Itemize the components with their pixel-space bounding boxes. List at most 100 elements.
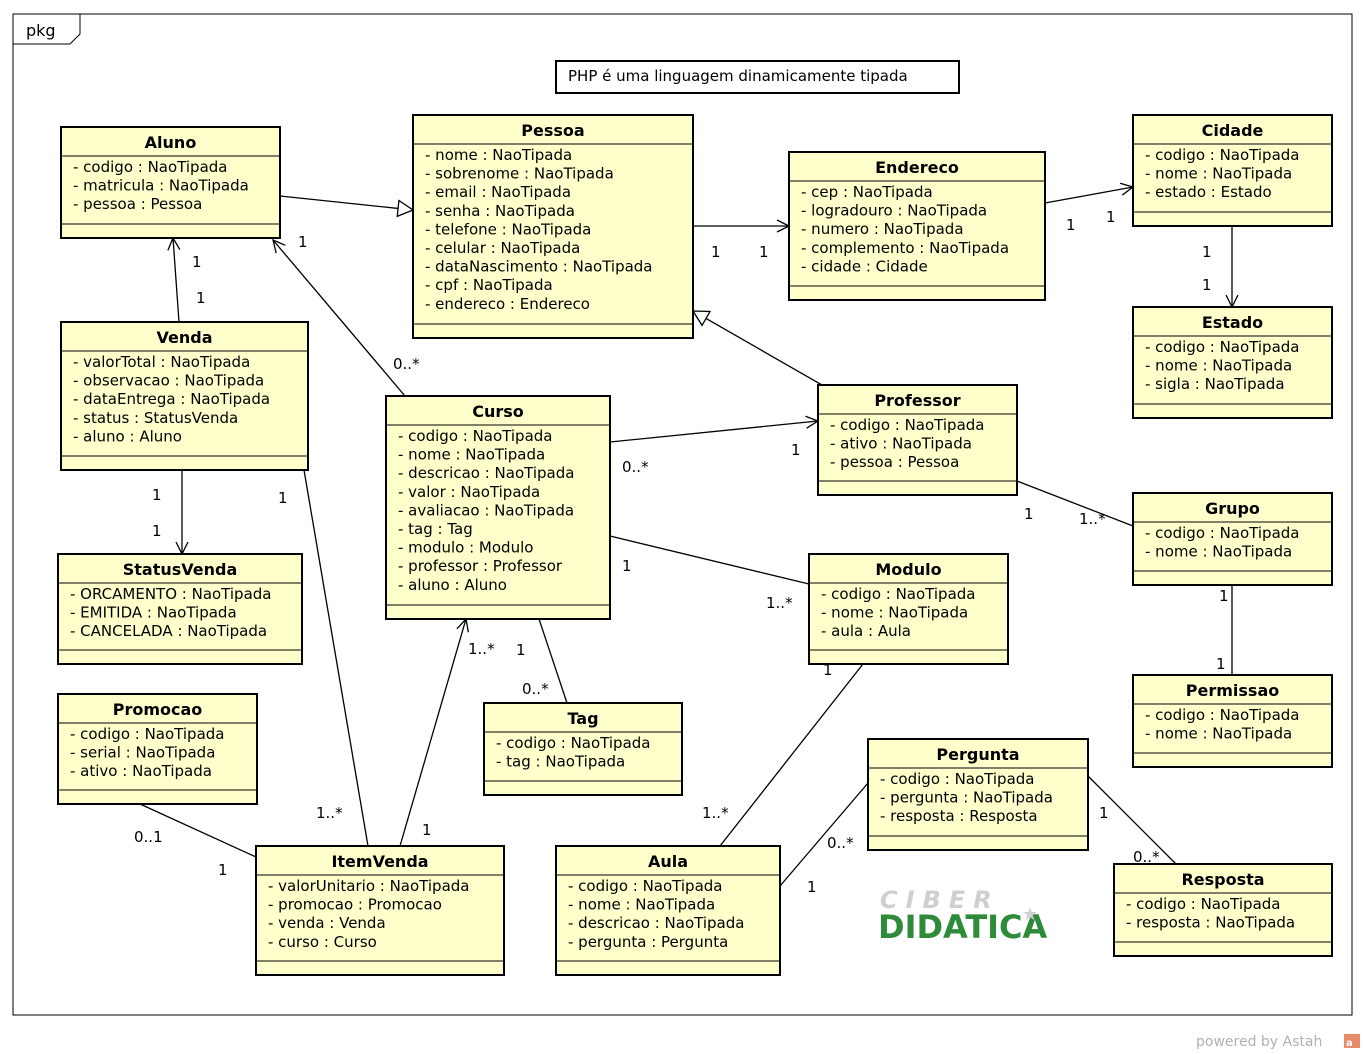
class-itemvenda[interactable]: ItemVenda- valorUnitario : NaoTipada- pr… bbox=[255, 845, 505, 976]
class-attribute: - codigo : NaoTipada bbox=[1126, 895, 1280, 913]
class-curso[interactable]: Curso- codigo : NaoTipada- nome : NaoTip… bbox=[385, 395, 611, 620]
class-resposta[interactable]: Resposta - codigo : NaoTipada- resposta :… bbox=[1113, 863, 1333, 957]
relation-venda-aluno[interactable] bbox=[167, 236, 181, 323]
package-label: pkg bbox=[26, 21, 56, 40]
navigation-arrowhead bbox=[272, 238, 286, 254]
package-tab bbox=[13, 14, 81, 45]
note-box[interactable] bbox=[555, 60, 960, 94]
relation-promocao-itemvenda[interactable] bbox=[139, 803, 257, 858]
class-attribute: - pessoa : Pessoa bbox=[73, 195, 202, 213]
class-box bbox=[1113, 863, 1333, 957]
relation-pergunta-resposta[interactable] bbox=[1087, 775, 1177, 865]
relation-line bbox=[609, 535, 810, 585]
relation-endereco-cidade[interactable] bbox=[1044, 182, 1135, 204]
relation-curso-aluno[interactable] bbox=[272, 238, 406, 397]
multiplicity-label: 1 bbox=[1202, 276, 1212, 294]
class-name: Permissao bbox=[1186, 681, 1279, 700]
class-attribute: - nome : NaoTipada bbox=[1145, 165, 1292, 183]
relation-line bbox=[399, 618, 467, 847]
class-pergunta[interactable]: Pergunta- codigo : NaoTipada- pergunta :… bbox=[867, 738, 1089, 851]
class-attribute: - resposta : NaoTipada bbox=[1126, 914, 1295, 932]
class-name: Grupo bbox=[1205, 499, 1260, 518]
class-grupo[interactable]: Grupo- codigo : NaoTipada- nome : NaoTip… bbox=[1132, 492, 1333, 586]
relation-venda-statusvenda[interactable] bbox=[175, 470, 189, 556]
relation-curso-professor[interactable] bbox=[609, 415, 820, 443]
class-aula[interactable]: Aula- codigo : NaoTipada- nome : NaoTipa… bbox=[555, 845, 781, 976]
multiplicity-label: 0..1 bbox=[134, 828, 163, 846]
class-venda[interactable]: Venda- valorTotal : NaoTipada- observaca… bbox=[60, 321, 309, 471]
relation-line bbox=[1016, 480, 1134, 527]
class-permissao[interactable]: Permissao- codigo : NaoTipada- nome : Na… bbox=[1132, 674, 1333, 768]
relation-curso-modulo[interactable] bbox=[609, 535, 810, 585]
class-box bbox=[1132, 306, 1333, 419]
relation-professor-grupo[interactable] bbox=[1016, 480, 1134, 527]
relation-line bbox=[705, 317, 823, 386]
class-attribute: - cidade : Cidade bbox=[801, 257, 928, 275]
class-statusvenda[interactable]: StatusVenda- ORCAMENTO : NaoTipada- EMIT… bbox=[57, 553, 303, 665]
relation-curso-tag[interactable] bbox=[538, 618, 568, 704]
relation-aluno-pessoa[interactable] bbox=[279, 195, 415, 218]
class-attribute: - venda : Venda bbox=[268, 914, 386, 932]
class-attribute: - dataEntrega : NaoTipada bbox=[73, 390, 270, 408]
multiplicity-label: 1 bbox=[152, 486, 162, 504]
relation-line bbox=[1044, 186, 1134, 204]
class-name: Pergunta bbox=[936, 745, 1019, 764]
class-box bbox=[60, 126, 281, 239]
class-tag[interactable]: Tag- codigo : NaoTipada- tag : NaoTipada bbox=[483, 702, 683, 796]
class-name: Endereco bbox=[875, 158, 959, 177]
multiplicity-label: 0..* bbox=[393, 355, 420, 373]
class-attribute: - codigo : NaoTipada bbox=[1145, 338, 1299, 356]
multiplicity-label: 1..* bbox=[1079, 510, 1106, 528]
relation-cidade-estado[interactable] bbox=[1225, 226, 1239, 309]
class-name: Resposta bbox=[1181, 870, 1264, 889]
class-attribute: - codigo : NaoTipada bbox=[1145, 524, 1299, 542]
relation-aula-pergunta[interactable] bbox=[779, 782, 869, 887]
class-endereco[interactable]: Endereco- cep : NaoTipada- logradouro : … bbox=[788, 151, 1046, 301]
relation-modulo-aula[interactable] bbox=[719, 663, 864, 847]
multiplicity-label: 1 bbox=[1106, 208, 1116, 226]
svg-text:a: a bbox=[1346, 1038, 1353, 1049]
multiplicity-label: 1 bbox=[1219, 587, 1229, 605]
generalization-arrowhead bbox=[691, 310, 712, 327]
class-attribute: - aluno : Aluno bbox=[73, 427, 182, 445]
class-attribute: - estado : Estado bbox=[1145, 183, 1272, 201]
class-name: Tag bbox=[567, 709, 598, 728]
relation-pessoa-endereco[interactable] bbox=[693, 219, 791, 233]
class-attribute: - pergunta : NaoTipada bbox=[880, 789, 1053, 807]
relation-venda-itemvenda[interactable] bbox=[303, 469, 369, 847]
relation-line bbox=[303, 469, 369, 847]
class-attribute: - matricula : NaoTipada bbox=[73, 177, 249, 195]
class-attribute: - resposta : Resposta bbox=[880, 807, 1038, 825]
class-box bbox=[412, 114, 694, 339]
multiplicity-label: 1..* bbox=[316, 804, 343, 822]
multiplicity-label: 1 bbox=[1099, 804, 1109, 822]
class-attribute: - tag : Tag bbox=[398, 520, 473, 538]
relations-layer bbox=[139, 182, 1239, 887]
class-pessoa[interactable]: Pessoa- nome : NaoTipada- sobrenome : Na… bbox=[412, 114, 694, 339]
class-box bbox=[483, 702, 683, 796]
class-attribute: - logradouro : NaoTipada bbox=[801, 202, 987, 220]
multiplicity-label: 1 bbox=[422, 821, 432, 839]
class-attribute: - aluno : Aluno bbox=[398, 576, 507, 594]
class-cidade[interactable]: Cidade- codigo : NaoTipada- nome : NaoTi… bbox=[1132, 114, 1333, 227]
class-attribute: - nome : NaoTipada bbox=[1145, 725, 1292, 743]
relation-itemvenda-curso[interactable] bbox=[399, 617, 470, 847]
class-box bbox=[1132, 114, 1333, 227]
class-attribute: - descricao : NaoTipada bbox=[398, 464, 574, 482]
class-attribute: - nome : NaoTipada bbox=[1145, 357, 1292, 375]
class-attribute: - pergunta : Pergunta bbox=[568, 933, 728, 951]
multiplicity-label: 1 bbox=[622, 557, 632, 575]
class-aluno[interactable]: Aluno- codigo : NaoTipada- matricula : N… bbox=[60, 126, 281, 239]
class-estado[interactable]: Estado- codigo : NaoTipada- nome : NaoTi… bbox=[1132, 306, 1333, 419]
class-attribute: - numero : NaoTipada bbox=[801, 220, 964, 238]
class-modulo[interactable]: Modulo- codigo : NaoTipada- nome : NaoTi… bbox=[808, 553, 1009, 665]
class-attribute: - codigo : NaoTipada bbox=[830, 416, 984, 434]
class-name: ItemVenda bbox=[331, 852, 428, 871]
relation-professor-pessoa[interactable] bbox=[691, 310, 823, 386]
class-professor[interactable]: Professor- codigo : NaoTipada- ativo : N… bbox=[817, 384, 1018, 496]
class-attribute: - cpf : NaoTipada bbox=[425, 276, 553, 294]
class-promocao[interactable]: Promocao- codigo : NaoTipada- serial : N… bbox=[57, 693, 258, 805]
multiplicity-label: 0..* bbox=[622, 458, 649, 476]
class-attribute: - avaliacao : NaoTipada bbox=[398, 501, 574, 519]
